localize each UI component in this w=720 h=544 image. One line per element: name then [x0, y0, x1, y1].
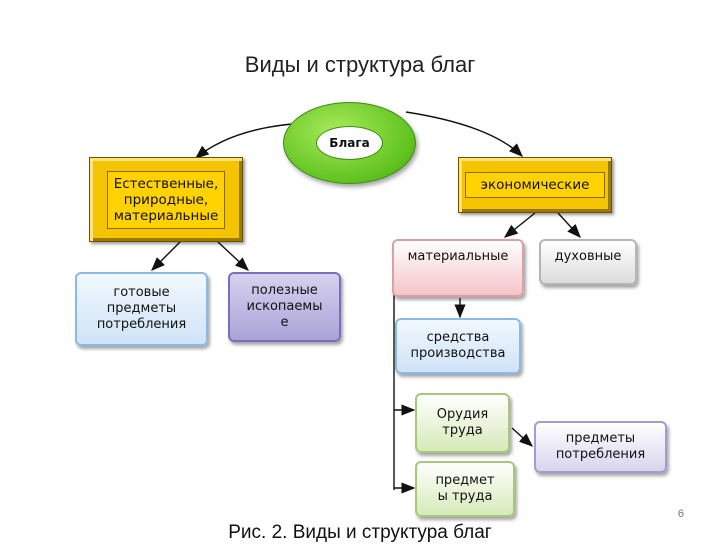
consumer-goods-box: предметы потребления: [534, 421, 667, 473]
figure-caption: Рис. 2. Виды и структура благ: [228, 522, 492, 543]
arrow-to-economic: [405, 111, 524, 157]
economic-goods-label: экономические: [465, 172, 605, 198]
slide-title: Виды и структура благ: [244, 52, 476, 77]
arrow-to-natural: [194, 123, 293, 159]
minerals-box: полезные ископаемы е: [228, 272, 341, 342]
material-box: материальные: [392, 239, 524, 297]
arrow-to-spiritual: [557, 212, 581, 239]
arrow-to-minerals: [217, 241, 250, 271]
ready-goods-box: готовые предметы потребления: [75, 272, 208, 346]
arrow-to-ready-goods: [151, 241, 181, 271]
means-of-production-box: средства производства: [395, 318, 521, 374]
spiritual-box: духовные: [539, 239, 637, 285]
natural-goods-label: Естественные, природные, материальные: [106, 170, 226, 229]
center-label: Блага: [316, 126, 383, 160]
natural-goods-box: Естественные, природные, материальные: [89, 157, 243, 242]
economic-goods-box: экономические: [458, 157, 612, 213]
page-number: 6: [677, 508, 684, 520]
arrow-to-material: [503, 212, 536, 238]
arrow-to-consumer-goods: [511, 427, 534, 447]
objects-of-labor-box: предмет ы труда: [415, 461, 515, 517]
tools-box: Орудия труда: [415, 393, 510, 453]
